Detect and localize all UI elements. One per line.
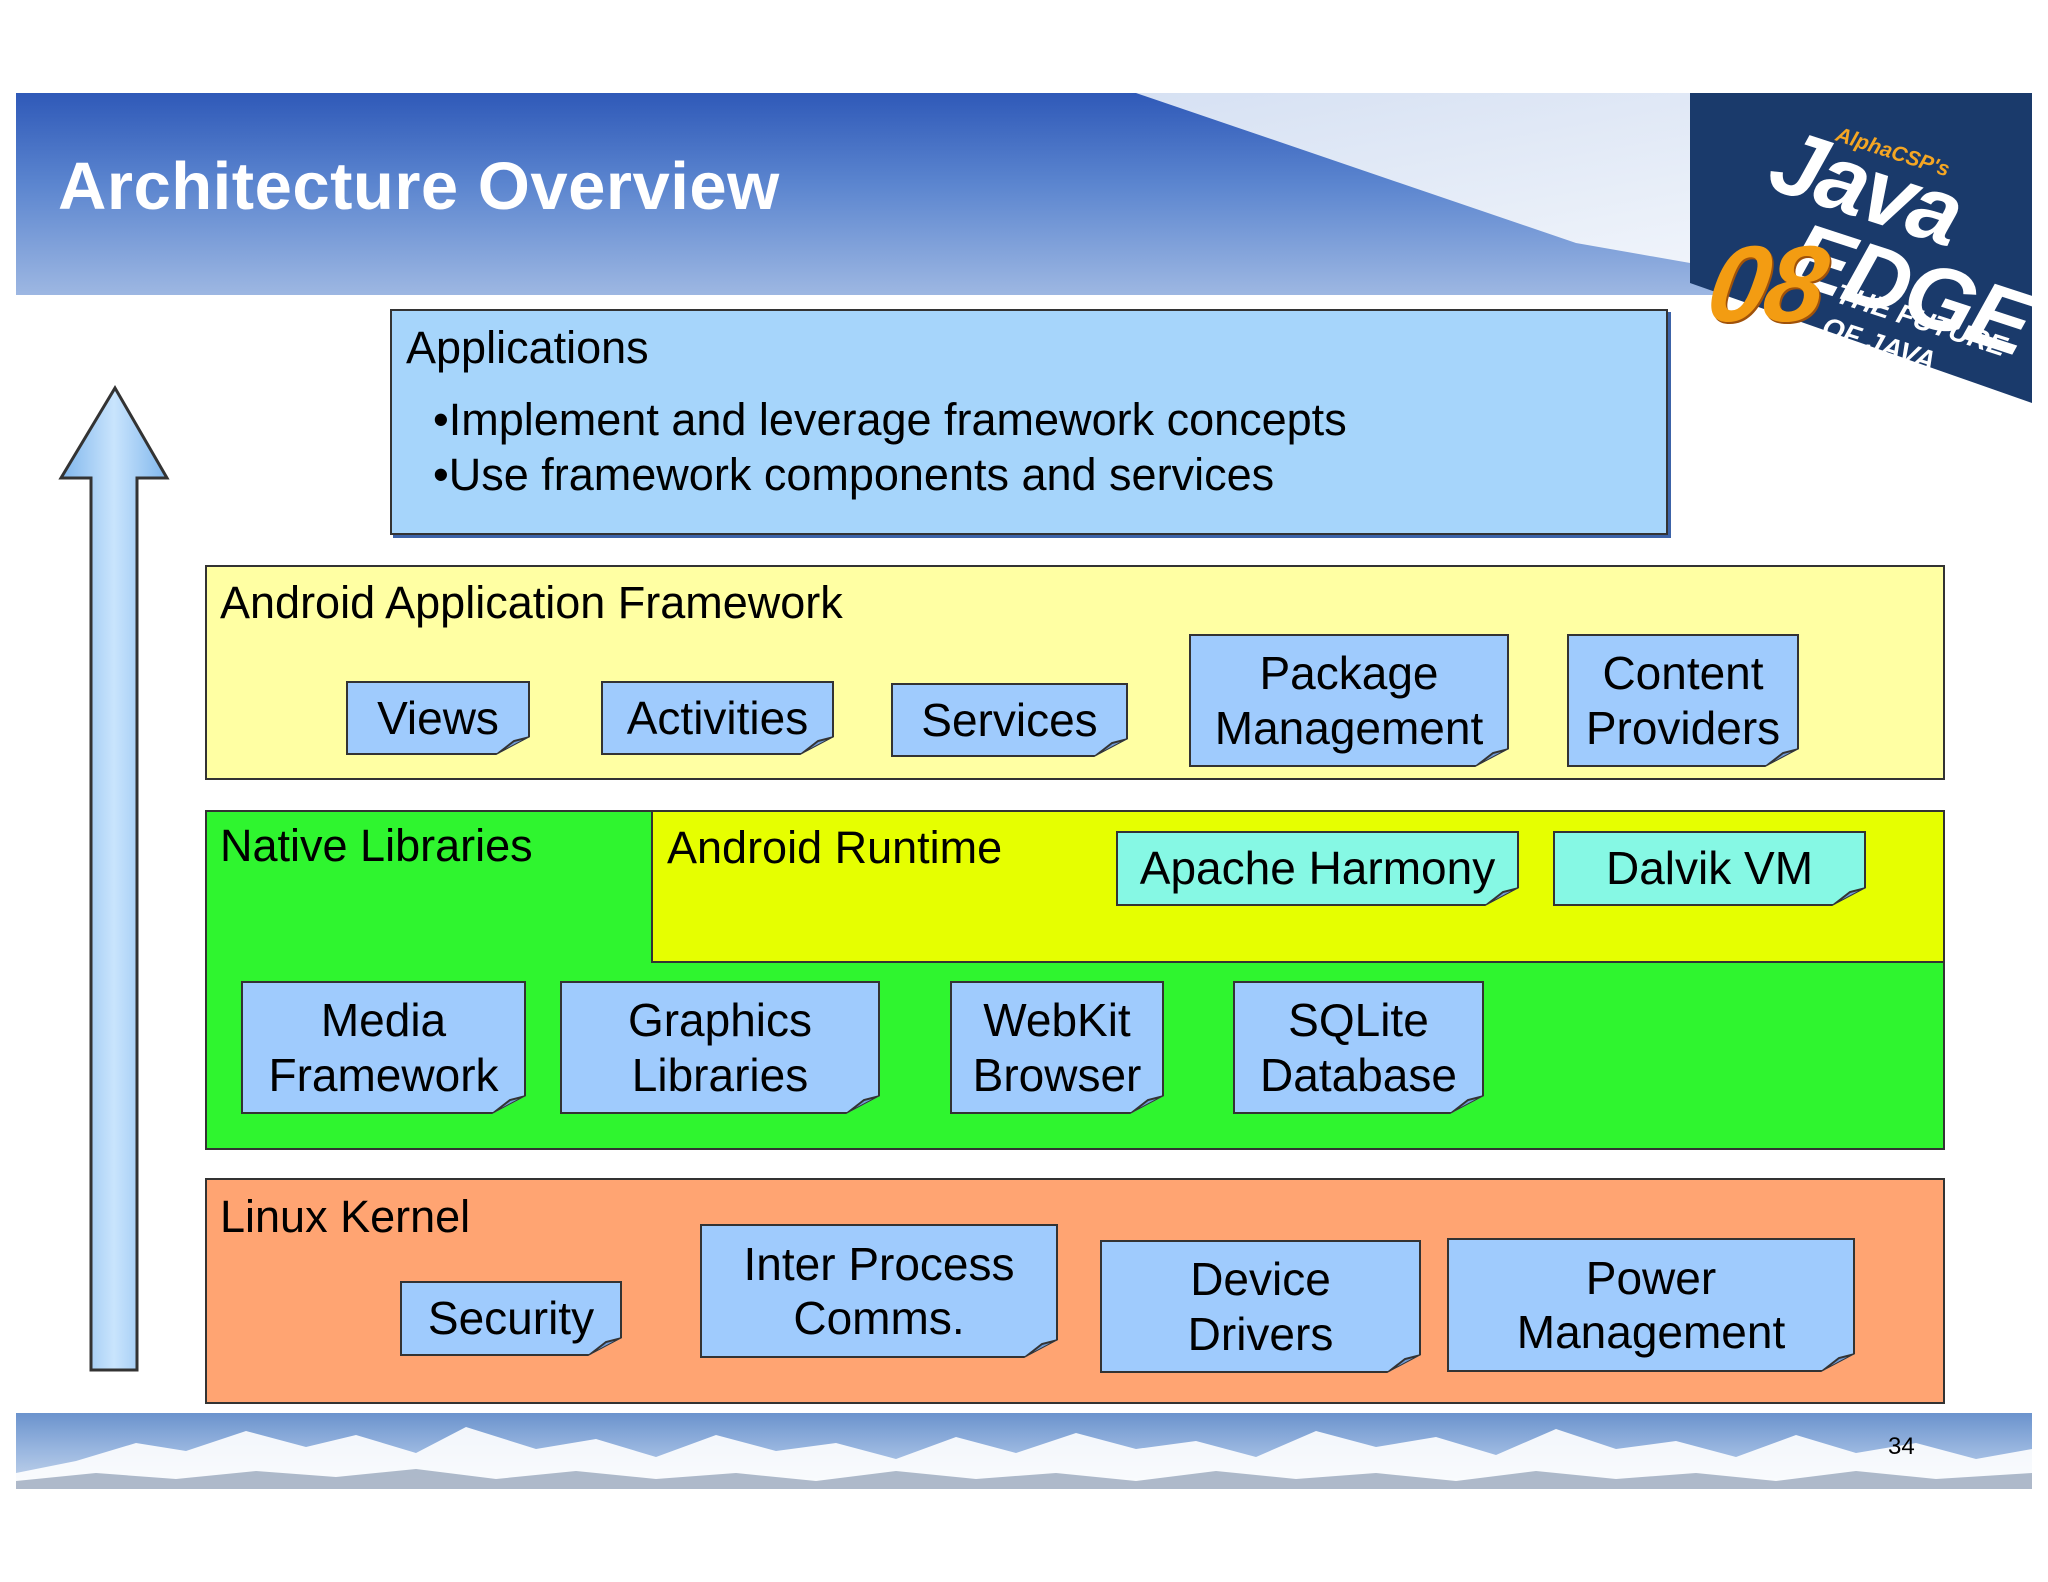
activities-label: Activities	[626, 691, 809, 744]
apache-harmony-box: Apache Harmony	[1116, 831, 1519, 906]
dalvik-vm-label: Dalvik VM	[1605, 842, 1814, 895]
media-framework-label-1: Media	[320, 994, 447, 1047]
views-box: Views	[346, 681, 530, 755]
applications-layer	[390, 309, 1668, 535]
folded-corner-decoration	[1128, 1094, 1164, 1114]
folded-corner-decoration	[1448, 1094, 1484, 1114]
content-providers-box: Content Providers	[1567, 634, 1799, 767]
package-management-box: Package Management	[1189, 634, 1509, 767]
framework-title: Android Application Framework	[220, 577, 843, 628]
power-management-label-2: Management	[1516, 1306, 1786, 1358]
graphics-libraries-label-2: Libraries	[631, 1048, 809, 1101]
inter-process-comms-label-2: Comms.	[793, 1292, 965, 1344]
folded-corner-decoration	[1092, 737, 1128, 757]
graphics-libraries-box: Graphics Libraries	[560, 981, 880, 1114]
inter-process-comms-label-1: Inter Process	[743, 1237, 1015, 1290]
slide-title: Architecture Overview	[58, 149, 780, 224]
content-providers-label-1: Content	[1602, 647, 1764, 700]
folded-corner-decoration	[1819, 1352, 1855, 1372]
device-drivers-label-2: Drivers	[1187, 1307, 1334, 1360]
media-framework-label-2: Framework	[268, 1048, 499, 1101]
media-framework-box: Media Framework	[241, 981, 526, 1114]
sqlite-database-label-1: SQLite	[1288, 994, 1429, 1047]
folded-corner-decoration	[490, 1094, 526, 1114]
applications-bullet-1: •Implement and leverage framework concep…	[433, 394, 1347, 445]
services-box: Services	[891, 683, 1128, 757]
java-edge-logo: Java AlphaCSP's EDGE 08 THE FUTURE OF JA…	[1690, 93, 2043, 403]
inter-process-comms-box: Inter Process Comms.	[700, 1224, 1058, 1358]
device-drivers-box: Device Drivers	[1100, 1240, 1421, 1373]
logo-background	[1690, 93, 2032, 403]
webkit-browser-label-2: Browser	[972, 1048, 1142, 1101]
package-management-label-1: Package	[1259, 647, 1439, 700]
folded-corner-decoration	[1483, 886, 1519, 906]
folded-corner-decoration	[844, 1094, 880, 1114]
folded-corner-decoration	[798, 735, 834, 755]
device-drivers-label-1: Device	[1190, 1253, 1331, 1306]
linux-kernel-title: Linux Kernel	[220, 1191, 471, 1242]
dalvik-vm-box: Dalvik VM	[1553, 831, 1866, 906]
folded-corner-decoration	[586, 1336, 622, 1356]
page-number: 34	[1888, 1433, 1915, 1460]
package-management-label-2: Management	[1214, 701, 1484, 754]
content-providers-label-2: Providers	[1585, 701, 1781, 754]
sqlite-database-box: SQLite Database	[1233, 981, 1484, 1114]
folded-corner-decoration	[1763, 747, 1799, 767]
security-box: Security	[400, 1281, 622, 1356]
logo-year-text: 08	[1699, 223, 1833, 344]
folded-corner-decoration	[494, 735, 530, 755]
folded-corner-decoration	[1022, 1338, 1058, 1358]
up-arrow-icon	[58, 385, 170, 1372]
views-label: Views	[377, 691, 499, 744]
apache-harmony-label: Apache Harmony	[1139, 842, 1496, 895]
webkit-browser-box: WebKit Browser	[950, 981, 1164, 1114]
mountain-image	[16, 1427, 2032, 1489]
android-runtime-title: Android Runtime	[667, 822, 1003, 873]
services-label: Services	[921, 693, 1098, 746]
activities-box: Activities	[601, 681, 834, 755]
sqlite-database-label-2: Database	[1260, 1048, 1457, 1101]
folded-corner-decoration	[1830, 886, 1866, 906]
power-management-box: Power Management	[1447, 1238, 1855, 1372]
graphics-libraries-label-1: Graphics	[627, 994, 813, 1047]
security-label: Security	[427, 1292, 595, 1345]
power-management-label-1: Power	[1585, 1251, 1717, 1304]
footer-mountain-banner	[16, 1413, 2032, 1489]
native-libraries-title: Native Libraries	[220, 820, 533, 871]
webkit-browser-label-1: WebKit	[983, 994, 1131, 1047]
folded-corner-decoration	[1385, 1353, 1421, 1373]
applications-bullet-2: •Use framework components and services	[433, 449, 1275, 500]
folded-corner-decoration	[1473, 747, 1509, 767]
applications-title: Applications	[406, 322, 649, 373]
